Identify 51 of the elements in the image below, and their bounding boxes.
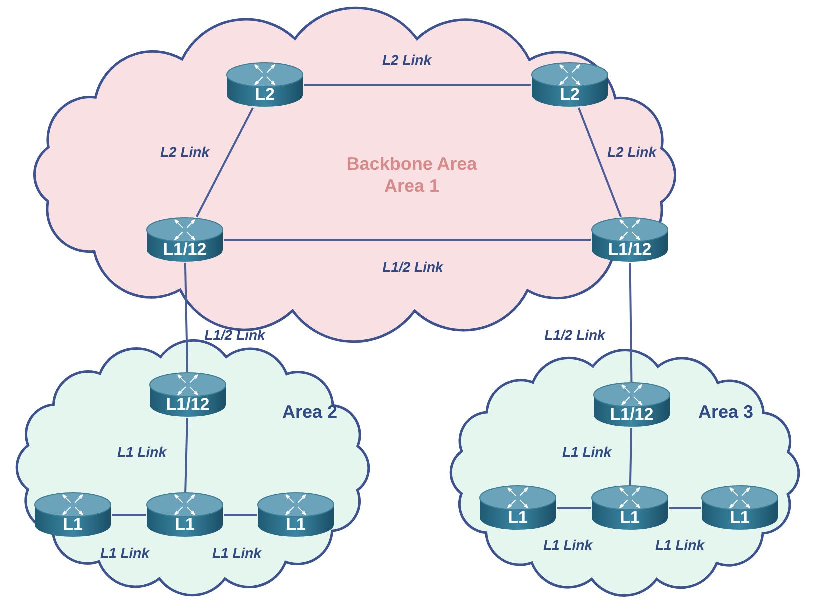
link-line <box>578 108 622 218</box>
router-label: L1/12 <box>610 405 654 425</box>
router-label: L1 <box>286 515 306 535</box>
router-label: L1 <box>730 508 750 528</box>
router-label: L1/12 <box>163 240 207 260</box>
edge-label: L1 Link <box>100 545 150 561</box>
router <box>34 492 112 538</box>
router-label: L2 <box>560 85 580 105</box>
router <box>146 492 224 538</box>
router <box>593 382 671 428</box>
link-line <box>196 108 254 218</box>
edge-label: L2 Link <box>382 52 432 68</box>
edge-label: L1 Link <box>656 537 704 553</box>
link-line <box>184 418 188 492</box>
router <box>257 492 335 538</box>
link-line <box>224 514 257 516</box>
edge-label: L1 Link <box>118 444 166 460</box>
router-label: L1 <box>175 515 195 535</box>
edge-label: L2 Link <box>608 144 656 160</box>
edge-label: L1/2 Link <box>204 327 266 343</box>
router-label: L2 <box>255 85 275 105</box>
link-line <box>669 507 701 509</box>
edge-label: L1/2 Link <box>544 327 606 343</box>
edge-label: L1 Link <box>212 545 262 561</box>
area-title: Backbone Area Area 1 <box>346 153 478 197</box>
link-line <box>224 239 591 241</box>
router-label: L1 <box>63 515 83 535</box>
router <box>479 485 557 531</box>
link-line <box>304 84 531 86</box>
area-title: Area 3 <box>697 401 755 423</box>
router-label: L1/12 <box>608 240 652 260</box>
router <box>591 217 669 263</box>
router-label: L1 <box>508 508 528 528</box>
router <box>226 62 304 108</box>
edge-label: L1/2 Link <box>382 259 444 275</box>
router <box>701 485 779 531</box>
area-title: Area 2 <box>281 401 339 423</box>
edge-label: L1 Link <box>562 444 612 460</box>
link-line <box>112 514 146 516</box>
router <box>591 485 669 531</box>
edge-label: L2 Link <box>160 144 210 160</box>
router <box>531 62 609 108</box>
edge-label: L1 Link <box>544 537 592 553</box>
link-line <box>557 507 591 509</box>
router <box>149 372 227 418</box>
router-label: L1 <box>620 508 640 528</box>
link-line <box>629 428 633 486</box>
link-line <box>629 262 633 382</box>
link-line <box>184 262 189 372</box>
router-label: L1/12 <box>166 395 210 415</box>
router <box>146 217 224 263</box>
